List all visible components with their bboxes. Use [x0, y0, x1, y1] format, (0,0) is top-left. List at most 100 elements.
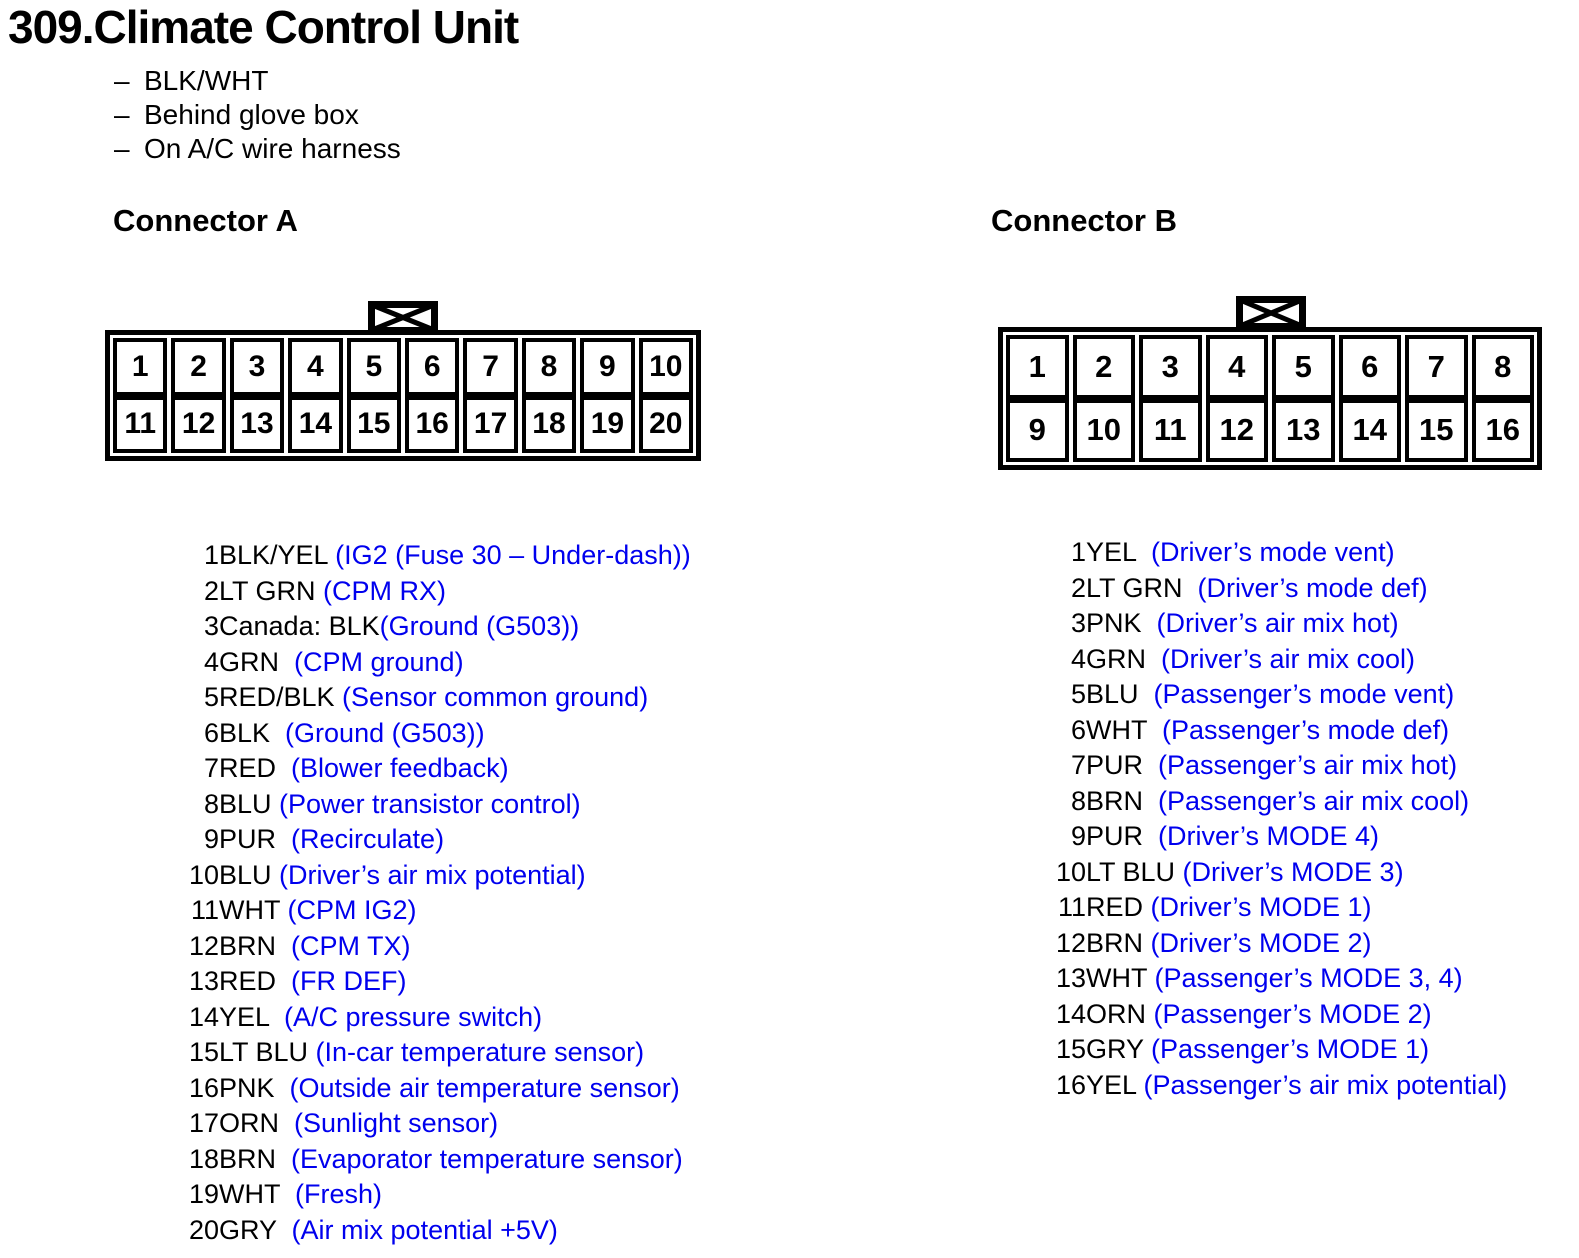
- notes-list: –BLK/WHT –Behind glove box –On A/C wire …: [114, 64, 401, 166]
- wire-color: RED/BLK: [219, 682, 335, 712]
- pin-cell: 15: [346, 395, 401, 453]
- pin-cell: 5: [346, 338, 401, 396]
- pin-number: 7: [203, 753, 219, 783]
- page-title: 309.Climate Control Unit: [8, 1, 519, 53]
- pin-number: 14: [1056, 998, 1087, 1029]
- pin-number: 17: [188, 1108, 219, 1138]
- wire-color: BLK: [219, 717, 271, 748]
- pin-number: 1: [203, 540, 219, 570]
- connector-a-pin-list: 1BLK/YEL (IG2 (Fuse 30 – Under-dash)) 2L…: [187, 538, 691, 1248]
- pin-row: 13WHT (Passenger’s MODE 3, 4): [1056, 961, 1507, 997]
- wire-color: WHT: [1086, 714, 1147, 745]
- wire-color: LT GRN: [219, 575, 316, 606]
- pin-function: (Fresh): [280, 1179, 383, 1209]
- pin-function: (Passenger’s air mix hot): [1143, 750, 1458, 780]
- pin-function: (IG2 (Fuse 30 – Under-dash)): [327, 540, 691, 570]
- note-item: –Behind glove box: [114, 98, 401, 132]
- pin-cell: 5: [1272, 335, 1335, 399]
- pin-row: 8BLU (Power transistor control): [187, 787, 691, 823]
- pin-cell: 12: [171, 395, 226, 453]
- pin-function: (Ground (G503)): [379, 611, 580, 641]
- pin-number: 2: [203, 575, 219, 606]
- pin-cell: 13: [1272, 398, 1335, 462]
- pin-number: 5: [1070, 679, 1086, 709]
- wire-color: WHT: [1086, 963, 1147, 993]
- wire-color: YEL: [1086, 1069, 1137, 1100]
- pin-function: (Driver’s MODE 3): [1175, 856, 1404, 887]
- pin-function: (CPM TX): [276, 930, 411, 961]
- pin-number: 11: [190, 895, 219, 925]
- wire-color: GRY: [1086, 1034, 1144, 1064]
- pin-row: 16YEL (Passenger’s air mix potential): [1056, 1068, 1507, 1104]
- pin-function: (Power transistor control): [271, 788, 581, 819]
- pin-row: 20GRY (Air mix potential +5V): [187, 1213, 691, 1249]
- pin-number: 12: [1056, 927, 1087, 958]
- pin-function: (Driver’s mode vent): [1136, 537, 1395, 567]
- dash-bullet: –: [114, 99, 130, 130]
- pin-row: 12BRN (CPM TX): [187, 929, 691, 965]
- wire-color: PUR: [219, 824, 277, 854]
- wire-color: LT GRN: [1086, 572, 1183, 603]
- connector-key-icon: [368, 301, 438, 334]
- wire-color: LT BLU: [1086, 856, 1176, 887]
- pin-row: 11RED (Driver’s MODE 1): [1056, 890, 1507, 926]
- pin-number: 11: [1057, 892, 1086, 922]
- pin-number: 3: [203, 611, 219, 641]
- pin-row: 4GRN (Driver’s air mix cool): [1056, 642, 1507, 678]
- pin-row: 7PUR (Passenger’s air mix hot): [1056, 748, 1507, 784]
- pin-number: 9: [203, 824, 219, 854]
- pin-cell: 4: [288, 338, 343, 396]
- pin-row: 10LT BLU (Driver’s MODE 3): [1056, 855, 1507, 891]
- pin-cell: 8: [521, 338, 577, 396]
- wire-color: BLU: [219, 788, 272, 819]
- pin-row: 15GRY (Passenger’s MODE 1): [1056, 1032, 1507, 1068]
- pin-function: (Ground (G503)): [270, 717, 485, 748]
- pin-function: (Passenger’s air mix cool): [1143, 785, 1470, 816]
- pin-cell: 7: [463, 338, 518, 396]
- note-text: BLK/WHT: [144, 65, 269, 96]
- wire-color: BRN: [219, 930, 277, 961]
- pin-function: (Passenger’s air mix potential): [1136, 1069, 1508, 1100]
- pin-number: 10: [1056, 856, 1087, 887]
- pin-row: 12BRN (Driver’s MODE 2): [1056, 926, 1507, 962]
- pin-function: (Sensor common ground): [334, 682, 649, 712]
- pin-cell: 11: [113, 395, 168, 453]
- pin-row: 11WHT (CPM IG2): [187, 893, 691, 929]
- pin-number: 6: [203, 717, 219, 748]
- pin-cell: 14: [1338, 398, 1401, 462]
- pin-function: (Blower feedback): [276, 753, 509, 783]
- pin-row: 3PNK (Driver’s air mix hot): [1056, 606, 1507, 642]
- pin-function: (Recirculate): [276, 824, 445, 854]
- pin-row: 19WHT (Fresh): [187, 1177, 691, 1213]
- pin-row: 5RED/BLK (Sensor common ground): [187, 680, 691, 716]
- pin-row: 10BLU (Driver’s air mix potential): [187, 858, 691, 894]
- connector-a-heading: Connector A: [113, 203, 298, 238]
- pin-number: 13: [1056, 963, 1087, 993]
- wire-color: ORN: [219, 1108, 279, 1138]
- pin-cell: 9: [1006, 398, 1069, 462]
- pin-number: 2: [1070, 572, 1086, 603]
- pin-number: 19: [188, 1179, 219, 1209]
- pin-row: 7RED (Blower feedback): [187, 751, 691, 787]
- pin-cell: 3: [229, 338, 285, 396]
- pin-row: 8BRN (Passenger’s air mix cool): [1056, 784, 1507, 820]
- note-item: –BLK/WHT: [114, 64, 401, 98]
- wire-color: BRN: [1086, 927, 1144, 958]
- pin-cell: 4: [1205, 335, 1268, 399]
- pin-cell: 6: [1338, 335, 1401, 399]
- pin-cell: 14: [288, 395, 343, 453]
- pin-row: 14YEL (A/C pressure switch): [187, 1000, 691, 1036]
- pin-number: 14: [188, 1001, 219, 1032]
- pin-function: (Passenger’s MODE 3, 4): [1147, 963, 1463, 993]
- wire-color: GRY: [219, 1214, 277, 1245]
- pin-row: 4GRN (CPM ground): [187, 645, 691, 681]
- pin-row: 1BLK/YEL (IG2 (Fuse 30 – Under-dash)): [187, 538, 691, 574]
- pin-cell: 6: [405, 338, 460, 396]
- wire-color: BRN: [219, 1143, 277, 1174]
- pin-cell: 3: [1139, 335, 1202, 399]
- pin-cell: 19: [580, 395, 635, 453]
- pin-number: 4: [203, 646, 219, 677]
- pin-row: 9PUR (Recirculate): [187, 822, 691, 858]
- pin-cell: 7: [1405, 335, 1468, 399]
- connector-key-icon: [1236, 296, 1306, 330]
